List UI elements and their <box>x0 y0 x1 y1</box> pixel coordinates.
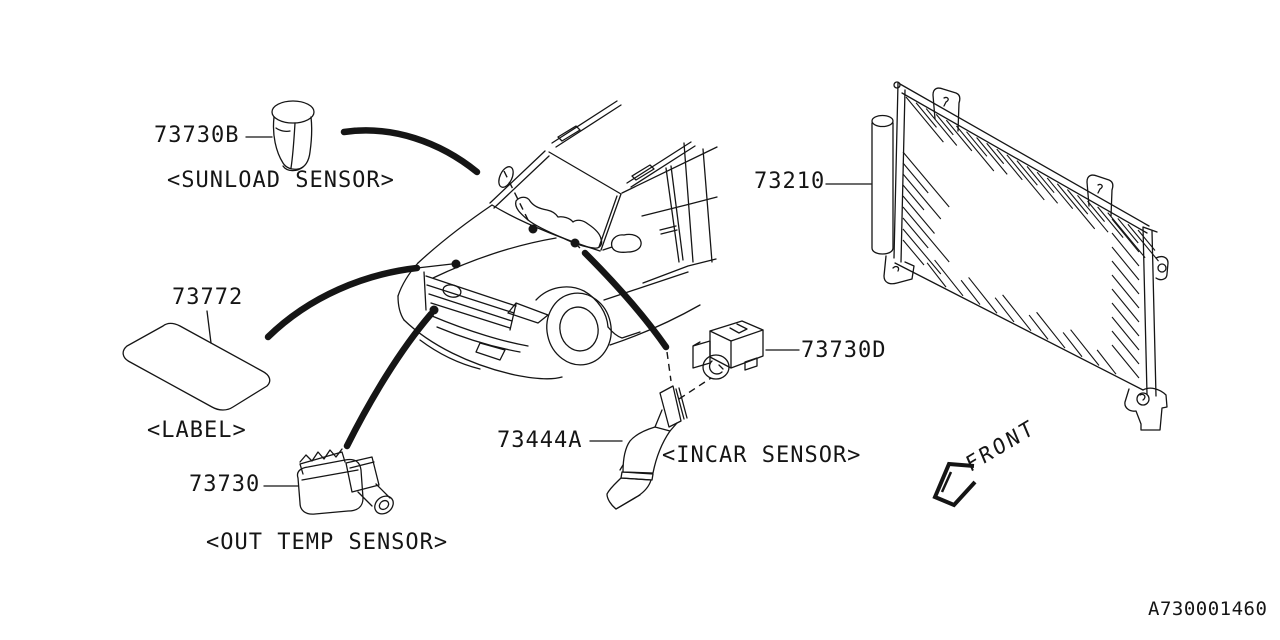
car-drawing <box>398 101 717 379</box>
caption-out-temp-sensor: <OUT TEMP SENSOR> <box>206 530 449 555</box>
part-code-73210: 73210 <box>754 169 826 194</box>
part-code-73444A: 73444A <box>497 428 583 453</box>
condenser-drawing <box>872 82 1168 430</box>
part-code-73772: 73772 <box>172 285 244 310</box>
caption-sunload-sensor: <SUNLOAD SENSOR> <box>167 168 395 193</box>
part-code-73730B: 73730B <box>154 123 240 148</box>
diagram-id: A730001460 <box>1148 598 1268 620</box>
caption-incar-sensor: <INCAR SENSOR> <box>662 443 862 468</box>
front-direction-arrow <box>935 464 975 505</box>
part-code-73730D: 73730D <box>801 338 887 363</box>
callout-dot-grille <box>429 305 439 315</box>
sunload-sensor-drawing <box>272 101 314 171</box>
callout-curves <box>207 130 871 486</box>
incar-duct-drawing <box>607 386 687 509</box>
caption-label: <LABEL> <box>147 418 247 443</box>
condenser-fin-hatching <box>903 97 1159 378</box>
label-sticker-drawing <box>123 323 270 410</box>
out-temp-sensor-drawing <box>297 449 396 518</box>
part-code-73730: 73730 <box>189 472 261 497</box>
incar-sensor-drawing <box>693 321 763 379</box>
